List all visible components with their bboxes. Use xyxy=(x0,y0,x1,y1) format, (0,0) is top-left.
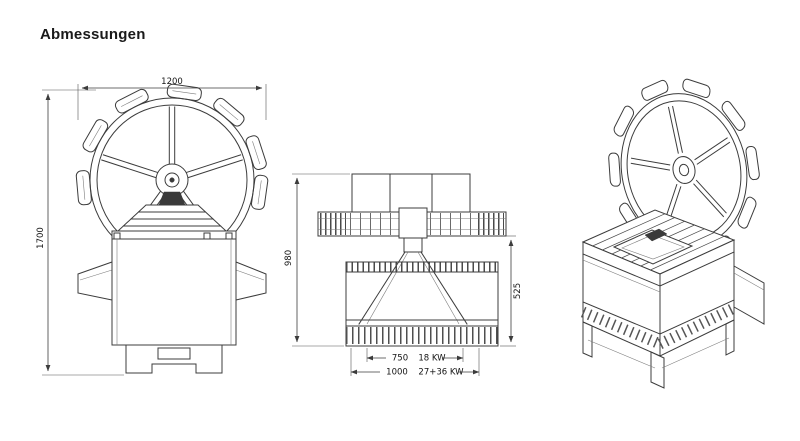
burner-width-dim-label: 750 xyxy=(392,354,408,364)
side-view-drawing: 980 xyxy=(284,173,523,378)
iso-side-chute xyxy=(733,265,765,325)
overall-width-dim-label: 1000 xyxy=(386,368,408,378)
side-body-height-dimension: 525 xyxy=(500,235,523,347)
bottom-width-dimensions: 750 18 KW 1000 27+36 KW xyxy=(350,348,480,378)
page-title: Abmessungen xyxy=(40,26,146,43)
side-height-dimension: 980 xyxy=(284,173,350,347)
front-width-dim-label: 1200 xyxy=(161,77,183,87)
burner-power-label: 18 KW xyxy=(418,354,446,364)
isometric-view-drawing xyxy=(580,63,765,389)
front-view-drawing: 1200 1700 xyxy=(36,77,269,376)
front-base xyxy=(125,344,223,374)
iso-legs xyxy=(582,319,735,389)
front-hopper-cap xyxy=(116,191,228,232)
front-left-wing xyxy=(77,261,113,301)
front-height-dim-label: 1700 xyxy=(36,227,46,249)
side-height-dim-label: 980 xyxy=(284,250,294,266)
side-top-housing xyxy=(351,173,471,213)
side-body-height-dim-label: 525 xyxy=(513,283,523,299)
front-height-dimension: 1700 xyxy=(36,89,124,376)
front-cabinet xyxy=(111,230,237,346)
side-cabinet xyxy=(345,261,499,347)
front-wheel-paddles xyxy=(75,83,269,210)
front-right-wing xyxy=(235,261,267,301)
iso-hopper-cap xyxy=(612,228,694,265)
overall-power-label: 27+36 KW xyxy=(418,368,464,378)
side-wheel-band xyxy=(317,207,507,253)
front-body xyxy=(77,230,267,346)
front-wheel xyxy=(75,83,269,263)
